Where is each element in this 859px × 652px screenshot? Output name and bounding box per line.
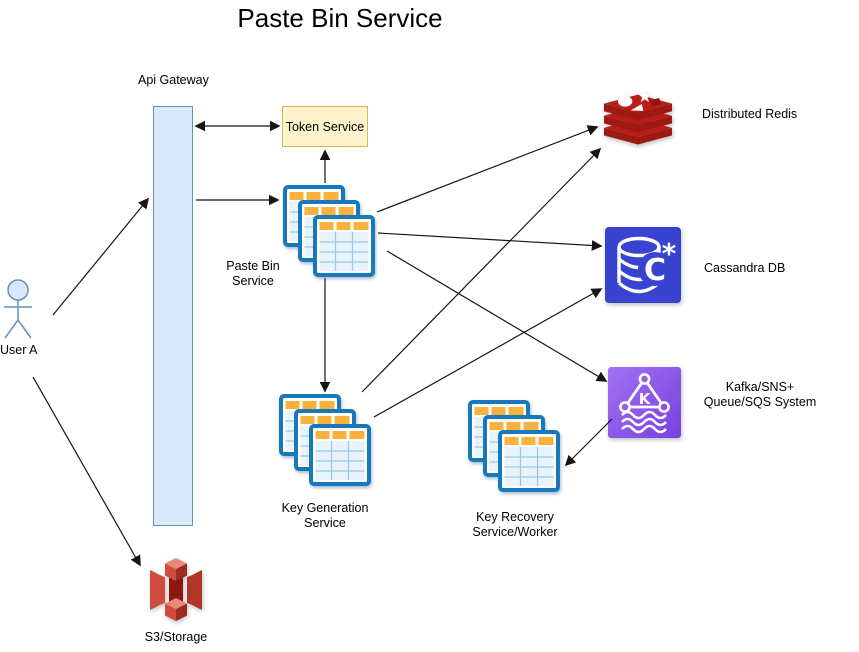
- user-label: User A: [0, 343, 38, 357]
- token-service-node: Token Service: [282, 106, 368, 147]
- person-actor-icon: [4, 279, 32, 339]
- arrow-key-generation-to-cassandra: [373, 288, 603, 418]
- token-service-label: Token Service: [285, 119, 365, 134]
- cassandra-c-glyph: C: [644, 253, 666, 288]
- cassandra-label: Cassandra DB: [704, 261, 786, 275]
- s3-label: S3/Storage: [144, 630, 208, 644]
- s3-bottom-cube: [165, 598, 187, 621]
- kafka-waves: [621, 410, 667, 434]
- actor-head: [7, 279, 29, 301]
- arrow-paste-bin-to-redis: [376, 125, 599, 213]
- paste-bin-service-label: Paste Bin Service: [226, 259, 280, 288]
- kafka-queue-icon: K: [608, 367, 681, 438]
- s3-bucket-body: [150, 570, 202, 610]
- s3-bucket-icon: [150, 558, 202, 621]
- arrow-paste-bin-to-kafka: [386, 250, 608, 382]
- redis-top-shapes: [617, 90, 662, 111]
- kafka-k-glyph: K: [639, 390, 652, 408]
- api-gateway-node: [153, 106, 193, 526]
- arrow-key-generation-to-redis: [361, 147, 602, 393]
- key-generation-service-label: Key Generation Service: [281, 501, 369, 530]
- cassandra-c-mask: [638, 252, 672, 286]
- kafka-triangle-network: K: [619, 373, 670, 413]
- api-gateway-label: Api Gateway: [138, 73, 209, 87]
- redis-stack-icon: [603, 90, 673, 145]
- kafka-label: Kafka/SNS+ Queue/SQS System: [703, 380, 817, 409]
- arrow-paste-bin-to-cassandra: [377, 232, 603, 251]
- key-recovery-service-node table-stack-icon: [468, 400, 560, 492]
- arrow-user-to-s3: [32, 376, 141, 567]
- arrow-kafka-to-key-recovery: [564, 418, 613, 467]
- cassandra-db-icon: C *: [605, 227, 681, 303]
- key-recovery-service-label: Key Recovery Service/Worker: [472, 510, 558, 539]
- cassandra-asterisk-glyph: *: [662, 237, 677, 270]
- redis-slabs: [603, 94, 673, 145]
- arrow-user-to-api-gateway: [52, 197, 150, 316]
- actor-body: [4, 300, 32, 339]
- diagram-title: Paste Bin Service: [237, 3, 443, 33]
- redis-label: Distributed Redis: [702, 107, 798, 121]
- key-generation-service-node table-stack-icon: [279, 394, 371, 486]
- s3-top-cube: [165, 558, 187, 581]
